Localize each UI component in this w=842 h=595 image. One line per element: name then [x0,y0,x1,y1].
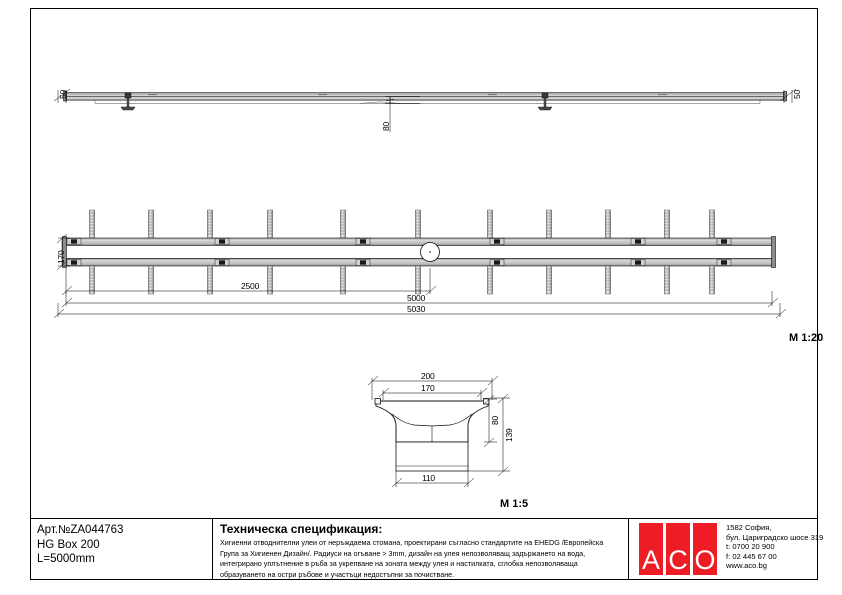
specification-title: Техническа спецификация: [220,522,383,536]
elevation-dim-half: 2500 [241,281,260,291]
product-length: L=5000mm [37,553,95,565]
address-city: 1582 София, [726,523,772,532]
product-info-block: Арт.№ZA044763 HG Box 200 L=5000mm [31,519,213,579]
elevation-dim-length: 5000 [407,293,426,303]
specification-block: Техническа спецификация: Хигиенни отводн… [213,519,629,579]
top-view-dim-depth: 80 [381,121,391,131]
section-dim-total-height: 139 [504,428,514,442]
company-address: 1582 София, бул. Цариградско шосе 319 t:… [726,523,824,571]
logo-letter-a: A [641,545,660,575]
title-block-bottom-rule [31,579,817,581]
scale-label-plan: M 1:20 [789,332,824,344]
specification-line: Хигиенни отводнителни улеи от неръждаема… [220,538,604,547]
scale-label-section: M 1:5 [500,498,529,510]
logo-square-o: O [693,523,717,575]
product-model: HG Box 200 [37,538,100,551]
specification-line: образуването на остри ръбове и участъци … [220,569,455,579]
specification-line: Група за Хигиенен Дизайн/. Радиуси на ог… [220,548,586,558]
logo-square-c: C [666,523,690,575]
logo-square-a: A [639,523,663,575]
section-dim-body-height: 80 [490,415,500,425]
article-number: Арт.№ZA044763 [37,524,124,536]
elevation-dim-total: 5030 [407,304,426,314]
title-block-divider-2 [628,518,630,579]
elevation-dim-height: 170 [56,250,66,264]
address-street: бул. Цариградско шосе 319 [726,532,824,542]
address-website: www.aco.bg [726,561,767,571]
top-view-dim-left: 50 [58,89,68,99]
logo-letter-c: C [668,545,688,575]
aco-logo: A C O [639,523,717,575]
logo-letter-o: O [694,545,716,575]
section-dim-outlet: 110 [422,473,435,483]
section-dim-outer-width: 200 [421,371,435,381]
address-phone: t: 0700 20 900 [726,542,775,552]
section-dim-inner-width: 170 [421,383,435,393]
title-block-divider-1 [212,518,214,579]
address-fax: f: 02 445 67 00 [726,551,777,561]
specification-line: интегрирано уплътнение в ръба за укрепва… [220,559,578,569]
top-view-dim-right: 50 [792,89,802,99]
title-block-top-rule [31,518,817,520]
